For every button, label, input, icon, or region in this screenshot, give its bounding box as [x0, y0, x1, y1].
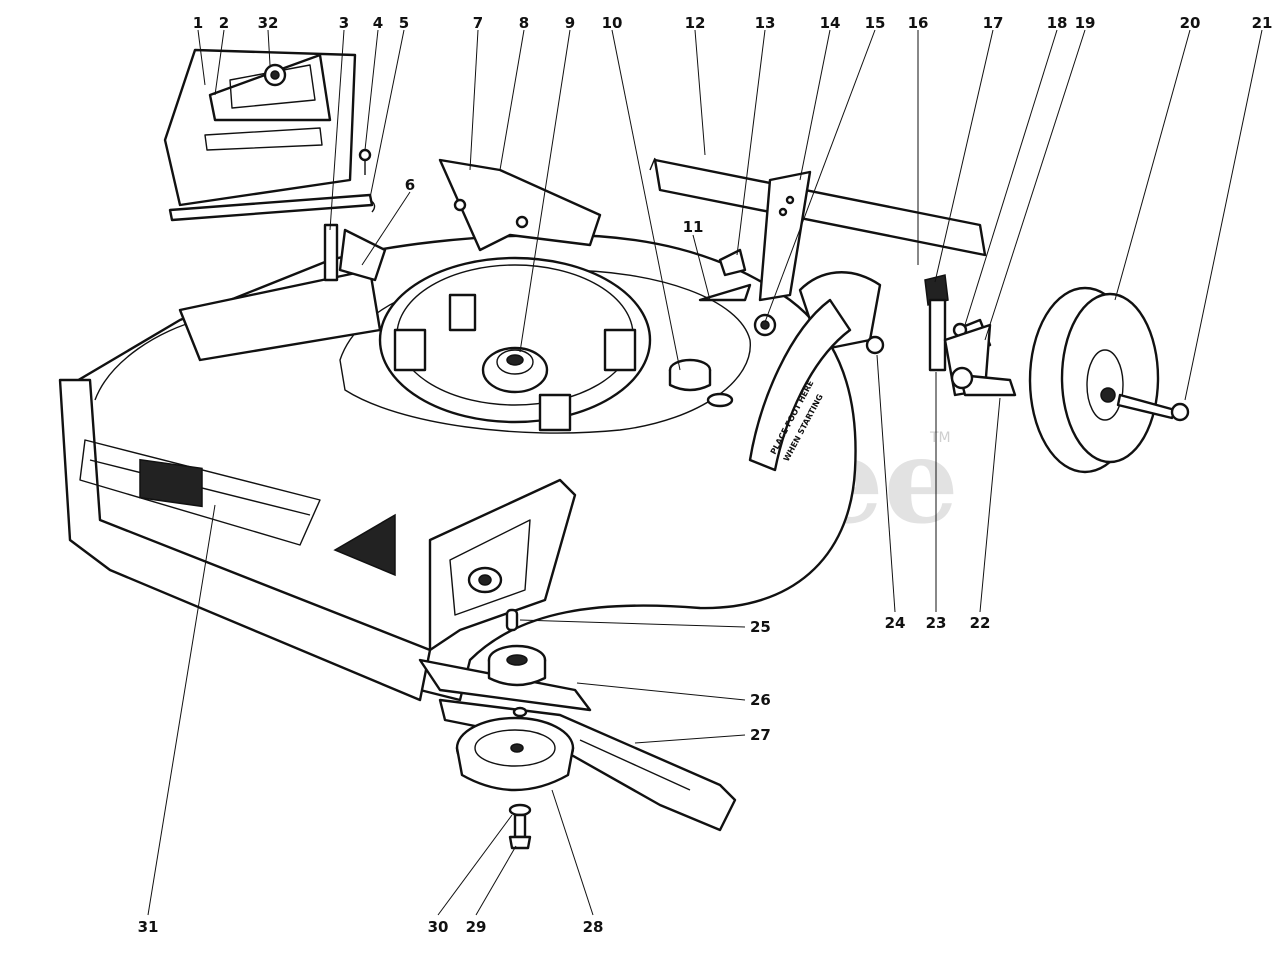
rear-height-adjuster	[649, 157, 1017, 397]
brand-logo-block	[139, 458, 203, 508]
callout-17: 17	[983, 14, 1004, 32]
callout-6: 6	[405, 176, 415, 194]
callout-26: 26	[750, 691, 771, 709]
callout-5: 5	[399, 14, 409, 32]
wheel-assembly	[1028, 286, 1190, 474]
key-part	[505, 608, 519, 632]
callout-11: 11	[683, 218, 704, 236]
callout-2: 2	[219, 14, 229, 32]
callout-7: 7	[473, 14, 483, 32]
hinge-components	[323, 148, 387, 282]
blade-bolt	[508, 803, 532, 850]
callout-31: 31	[138, 918, 159, 936]
callout-21: 21	[1252, 14, 1273, 32]
callout-numbers: 1 2 32 3 4 5 6 7 8 9 10 11 12 13 14 15 1…	[138, 14, 1273, 936]
callout-14: 14	[820, 14, 841, 32]
callout-20: 20	[1180, 14, 1201, 32]
callout-10: 10	[602, 14, 623, 32]
mower-deck-housing	[58, 233, 857, 702]
callout-32: 32	[258, 14, 279, 32]
watermark-trademark: TM	[929, 430, 951, 446]
callout-22: 22	[970, 614, 991, 632]
callout-23: 23	[926, 614, 947, 632]
callout-8: 8	[519, 14, 529, 32]
callout-19: 19	[1075, 14, 1096, 32]
callout-28: 28	[583, 918, 604, 936]
callout-29: 29	[466, 918, 487, 936]
warning-decal-triangle	[333, 513, 396, 577]
callout-4: 4	[373, 14, 383, 32]
callout-16: 16	[908, 14, 929, 32]
callout-13: 13	[755, 14, 776, 32]
callout-3: 3	[339, 14, 349, 32]
callout-15: 15	[865, 14, 886, 32]
callout-24: 24	[885, 614, 906, 632]
leader-lines	[147, 29, 1263, 916]
blade-stiffener-cup	[455, 716, 575, 792]
callout-18: 18	[1047, 14, 1068, 32]
blade-adapter	[418, 644, 592, 712]
callout-12: 12	[685, 14, 706, 32]
callout-1: 1	[193, 14, 203, 32]
callout-27: 27	[750, 726, 771, 744]
fuel-cap	[668, 358, 734, 408]
callout-30: 30	[428, 918, 449, 936]
callout-25: 25	[750, 618, 771, 636]
front-wheel-bracket	[428, 478, 577, 652]
callout-9: 9	[565, 14, 575, 32]
discharge-door	[163, 48, 374, 222]
blade-mount-ring	[378, 256, 652, 432]
